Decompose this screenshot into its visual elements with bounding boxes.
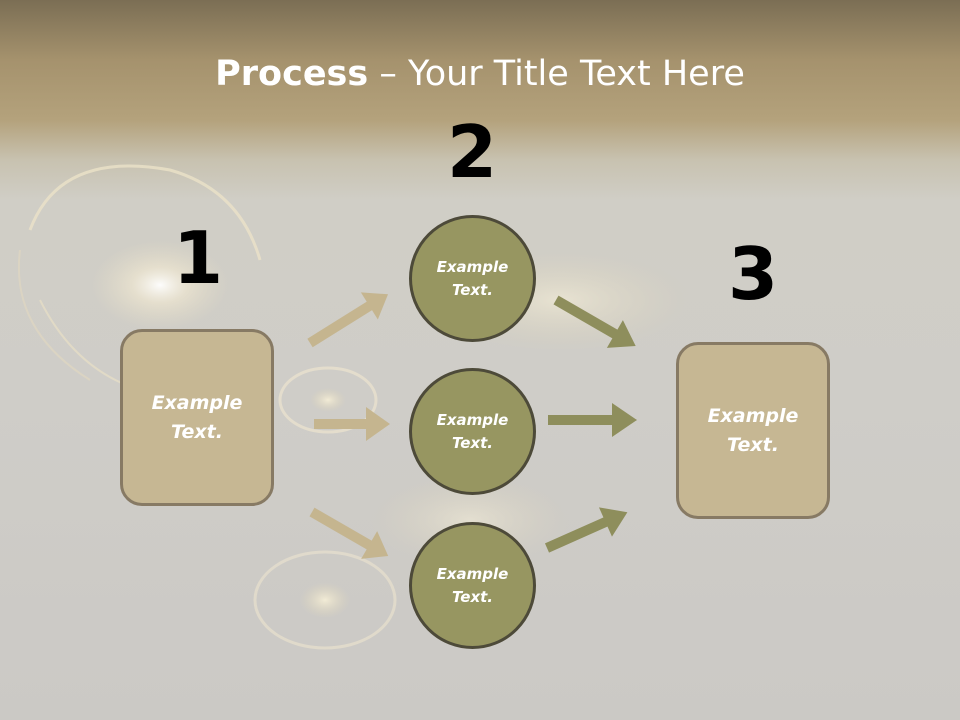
arrow-circle-top-to-box3 [553, 295, 636, 348]
arrow-box1-to-circle-bottom [309, 507, 389, 559]
circle-top: Example Text. [409, 215, 536, 342]
arrow-box1-to-circle-top [307, 292, 389, 348]
step-number-1: 1 [172, 216, 224, 300]
slide-title: Process – Your Title Text Here [0, 50, 960, 98]
step-box-3: Example Text. [676, 342, 830, 519]
arrow-circle-bottom-to-box3 [544, 507, 628, 553]
step-number-3: 3 [727, 232, 779, 316]
circle-bottom: Example Text. [409, 522, 536, 649]
arrow-box1-to-circle-middle [314, 407, 390, 441]
title-bold: Process [215, 54, 369, 94]
step-box-1: Example Text. [120, 329, 274, 506]
arrow-circle-middle-to-box3 [548, 403, 637, 437]
circle-middle: Example Text. [409, 368, 536, 495]
title-rest: – Your Title Text Here [368, 54, 745, 94]
step-number-2: 2 [446, 110, 498, 194]
